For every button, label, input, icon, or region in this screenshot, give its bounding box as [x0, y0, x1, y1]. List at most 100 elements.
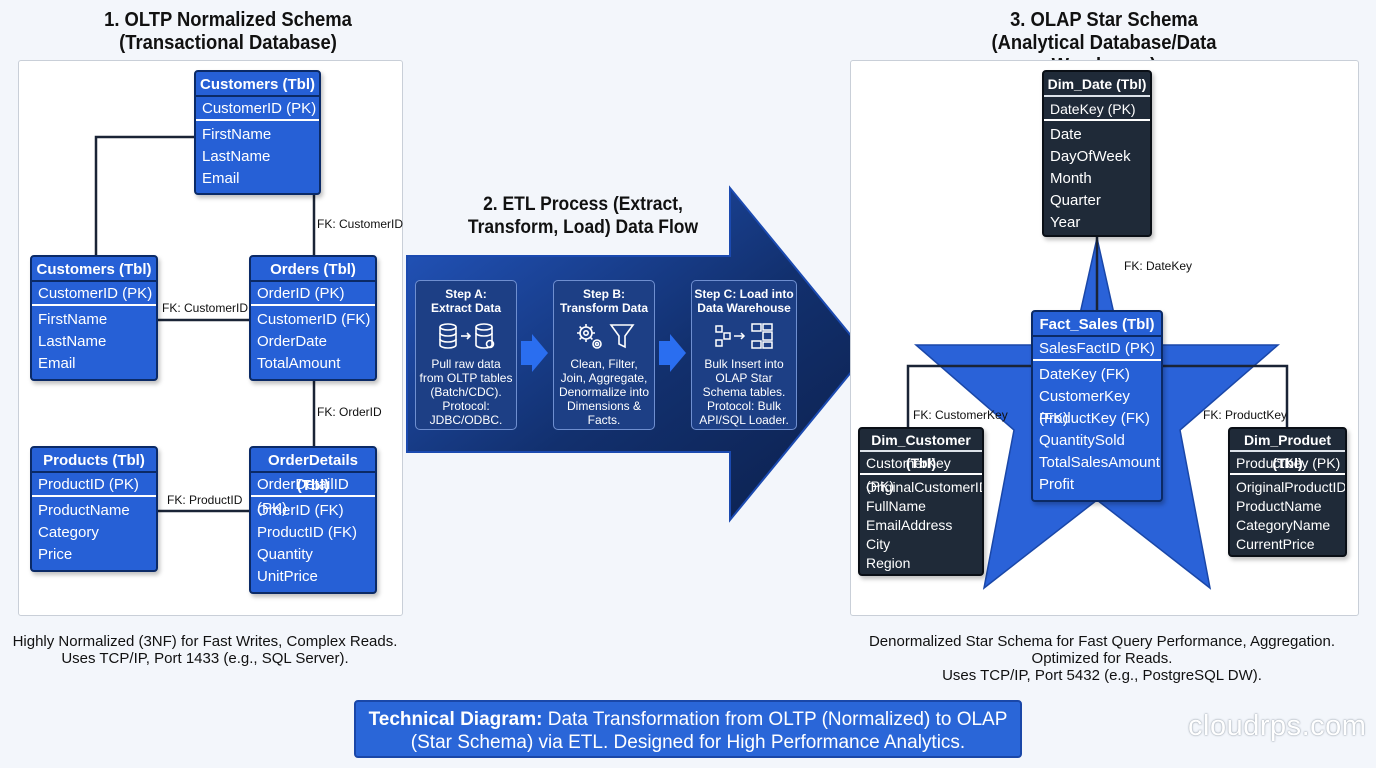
table-field: LastName — [202, 148, 271, 165]
table-field: OriginalCustomerID — [866, 479, 984, 495]
table-title: Fact_Sales (Tbl) — [1033, 312, 1161, 337]
step-title-line1: Step A: — [445, 287, 487, 301]
step-title: Step B: Transform Data — [554, 287, 654, 315]
primary-key-field: CustomerID (PK) — [32, 282, 156, 306]
table-field: Month — [1050, 170, 1092, 187]
table-field: FirstName — [202, 126, 272, 143]
table-field: OrderDate — [257, 333, 328, 350]
table-field: CurrentPrice — [1236, 536, 1315, 552]
etl-step-extract: Step A: Extract Data Pull raw data from … — [415, 280, 517, 430]
oltp-title-line1: 1. OLTP Normalized Schema — [104, 9, 352, 31]
table-field: ProductName — [38, 502, 130, 519]
table-title: Orders (Tbl) — [251, 257, 375, 282]
table-field: LastName — [38, 333, 107, 350]
table-field: CustomerKey (FK) — [1039, 388, 1130, 427]
table-field: Quarter — [1050, 192, 1101, 209]
step-title-line2: Transform Data — [559, 301, 649, 315]
table-title: Dim_Produet (Tbl) — [1230, 429, 1345, 471]
connector-customer-to-fact — [906, 364, 1032, 428]
table-field: Category — [38, 524, 99, 541]
step-desc-line: OLAP Star — [715, 371, 773, 385]
step-desc-line: from OLTP tables — [419, 371, 513, 385]
table-field: ProductID (FK) — [257, 524, 358, 541]
etl-step-transform: Step B: Transform Data Clean, Filter, Jo… — [553, 280, 655, 430]
table-orders: Orders (Tbl) OrderID (PK) CustomerID (FK… — [249, 255, 377, 381]
table-field: TotalSalesAmount — [1039, 454, 1160, 471]
step-description: Bulk Insert into OLAP Star Schema tables… — [692, 357, 796, 427]
table-title: Dim_Customer (Tbl) — [860, 429, 982, 471]
primary-key-field: OrderDetailID (PK) — [251, 473, 375, 517]
step-title: Step C: Load into Data Warehouse — [692, 287, 796, 315]
table-field: EmailAddress — [866, 517, 953, 533]
table-field: CustomerID (FK) — [257, 311, 371, 328]
step-desc-line: Join, Aggregate, — [560, 371, 648, 385]
table-title: Dim_Date (Tbl) — [1044, 72, 1150, 97]
fk-label-customerid-vertical: FK: CustomerID — [317, 217, 404, 231]
table-field: ProductName — [1236, 498, 1322, 514]
olap-caption: Denormalized Star Schema for Fast Query … — [860, 633, 1344, 684]
table-customers: Customers (Tbl) CustomerID (PK) FirstNam… — [30, 255, 158, 381]
footer-line1: Technical Diagram: Data Transformation f… — [356, 708, 1020, 731]
olap-caption-line3: Uses TCP/IP, Port 5432 (e.g., PostgreSQL… — [942, 667, 1262, 684]
database-to-database-icon — [416, 319, 516, 353]
table-dim-product: Dim_Produet (Tbl) ProductKey (PK) Origin… — [1228, 427, 1347, 557]
step-desc-line: Protocol: — [442, 399, 490, 413]
table-field: DayOfWeek — [1050, 148, 1131, 165]
connector-customers-top-to-customers — [94, 135, 196, 256]
step-desc-line: Pull raw data — [431, 357, 501, 371]
table-field: FirstName — [38, 311, 108, 328]
step-description: Pull raw data from OLTP tables (Batch/CD… — [416, 357, 516, 427]
table-title: Products (Tbl) — [32, 448, 156, 473]
table-field: City — [866, 536, 891, 552]
step-a-to-b-arrow-icon — [521, 334, 548, 372]
table-field: Date — [1050, 126, 1082, 143]
primary-key-field: DateKey (PK) — [1044, 97, 1150, 121]
step-desc-line: API/SQL Loader. — [699, 413, 789, 427]
table-field: TotalAmount — [257, 355, 341, 372]
table-field: CategoryName — [1236, 517, 1331, 533]
table-dim-date: Dim_Date (Tbl) DateKey (PK) Date DayOfWe… — [1042, 70, 1152, 237]
table-title: Customers (Tbl) — [196, 72, 319, 97]
fk-label-orderid: FK: OrderID — [317, 405, 382, 419]
oltp-caption-line2: Uses TCP/IP, Port 1433 (e.g., SQL Server… — [61, 650, 349, 667]
footer-text1: Data Transformation from OLTP (Normalize… — [542, 709, 1008, 730]
primary-key-field: OrderID (PK) — [251, 282, 375, 306]
table-field: DateKey (FK) — [1039, 366, 1130, 383]
table-field: ProductKey (FK) — [1039, 410, 1150, 427]
primary-key-field: ProductID (PK) — [32, 473, 156, 497]
step-title: Step A: Extract Data — [416, 287, 516, 315]
step-title-line1: Step C: Load into — [694, 287, 794, 301]
primary-key-field: SalesFactID (PK) — [1033, 337, 1161, 361]
step-title-line1: Step B: — [583, 287, 625, 301]
step-desc-line: JDBC/ODBC. — [429, 413, 503, 427]
step-title-line2: Data Warehouse — [697, 301, 791, 315]
step-desc-line: Dimensions & — [566, 399, 642, 413]
footer-banner: Technical Diagram: Data Transformation f… — [354, 700, 1022, 758]
table-field: Email — [202, 170, 240, 187]
etl-title: 2. ETL Process (Extract, Transform, Load… — [451, 193, 714, 239]
fk-label-productkey: FK: ProductKey — [1203, 408, 1288, 422]
fk-label-customerid-horizontal: FK: CustomerID — [162, 301, 249, 315]
table-fact-sales: Fact_Sales (Tbl) SalesFactID (PK) DateKe… — [1031, 310, 1163, 502]
etl-title-line1: 2. ETL Process (Extract, — [483, 194, 683, 215]
olap-title-line1: 3. OLAP Star Schema — [1010, 9, 1198, 31]
fk-label-datekey: FK: DateKey — [1124, 259, 1193, 273]
table-field: Year — [1050, 214, 1081, 231]
table-field: FullName — [866, 498, 926, 514]
step-b-to-c-arrow-icon — [659, 334, 686, 372]
footer-bold: Technical Diagram: — [368, 709, 543, 730]
step-desc-line: (Batch/CDC). — [430, 385, 502, 399]
table-orderdetails: OrderDetails (Tbl) OrderDetailID (PK) Or… — [249, 446, 377, 594]
table-field: QuantitySold — [1039, 432, 1125, 449]
table-field: Quantity — [257, 546, 313, 563]
step-description: Clean, Filter, Join, Aggregate, Denormal… — [554, 357, 654, 427]
load-to-schema-icon — [692, 319, 796, 353]
olap-caption-line2: Optimized for Reads. — [1031, 650, 1173, 667]
table-field: Price — [38, 546, 73, 563]
primary-key-field: CustomerKey (PK) — [860, 452, 982, 494]
table-field: OrderID (FK) — [257, 502, 344, 519]
table-customers-top: Customers (Tbl) CustomerID (PK) FirstNam… — [194, 70, 321, 195]
connector-product-to-fact — [1162, 364, 1289, 428]
step-title-line2: Extract Data — [430, 301, 502, 315]
